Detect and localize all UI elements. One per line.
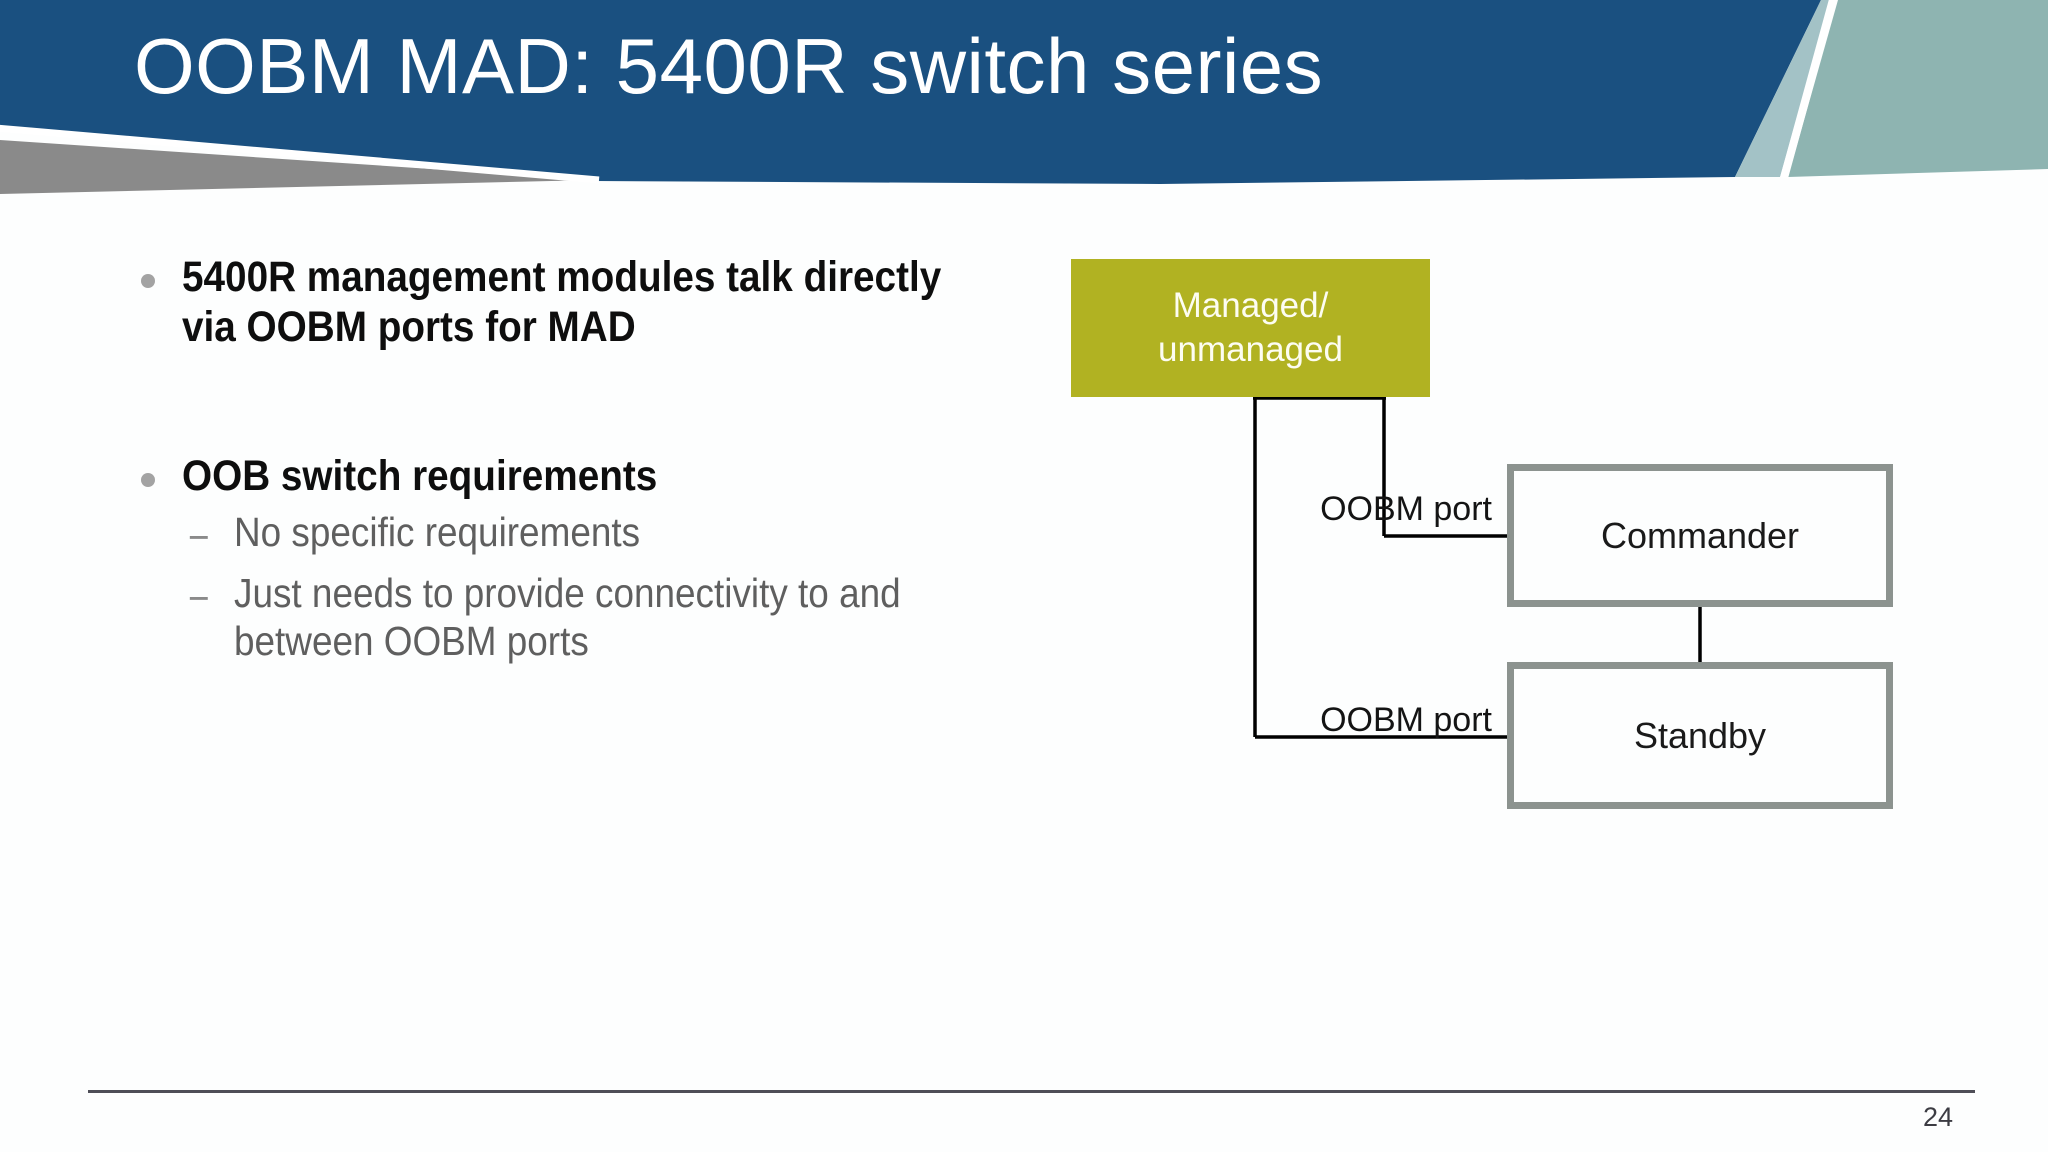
sub-bullet2-line2: between OOBM ports	[234, 618, 589, 664]
sub-bullet-dash: −	[188, 514, 210, 560]
bullet1-line1: 5400R management modules talk directly	[182, 253, 942, 301]
header-blue-shape	[0, 0, 1821, 184]
bullet-dot	[141, 473, 155, 487]
sub-bullet2-line1: Just needs to provide connectivity to an…	[234, 570, 901, 616]
standby-box: Standby	[1507, 662, 1893, 809]
commander-box: Commander	[1507, 464, 1893, 607]
managed-unmanaged-line2: unmanaged	[1158, 330, 1343, 369]
header-gray-wedge-shape	[0, 140, 595, 194]
managed-unmanaged-line1: Managed/	[1172, 286, 1329, 325]
sub-bullet1: No specific requirements	[234, 509, 641, 555]
header-light-sliver-shape	[1735, 0, 1830, 177]
bullet-dot	[141, 274, 155, 288]
sub-bullet-dash: −	[188, 575, 210, 621]
standby-label: Standby	[1633, 714, 1767, 756]
header-teal-shape	[1788, 0, 2048, 177]
oobm-port-label-top: OOBM port	[1320, 490, 1492, 528]
oobm-port-label-bottom: OOBM port	[1320, 701, 1492, 739]
bullet2-heading: OOB switch requirements	[182, 452, 658, 500]
managed-unmanaged-box: Managed/ unmanaged	[1071, 259, 1430, 397]
header-right-slash	[1780, 0, 1838, 180]
header-left-slash	[0, 124, 600, 184]
footer-divider-line	[88, 1090, 1975, 1093]
slide-title: OOBM MAD: 5400R switch series	[134, 22, 1324, 110]
bullet1-line2: via OOBM ports for MAD	[182, 303, 636, 351]
commander-label: Commander	[1600, 514, 1800, 556]
header-banner	[0, 0, 2048, 194]
page-number: 24	[1922, 1102, 1954, 1132]
